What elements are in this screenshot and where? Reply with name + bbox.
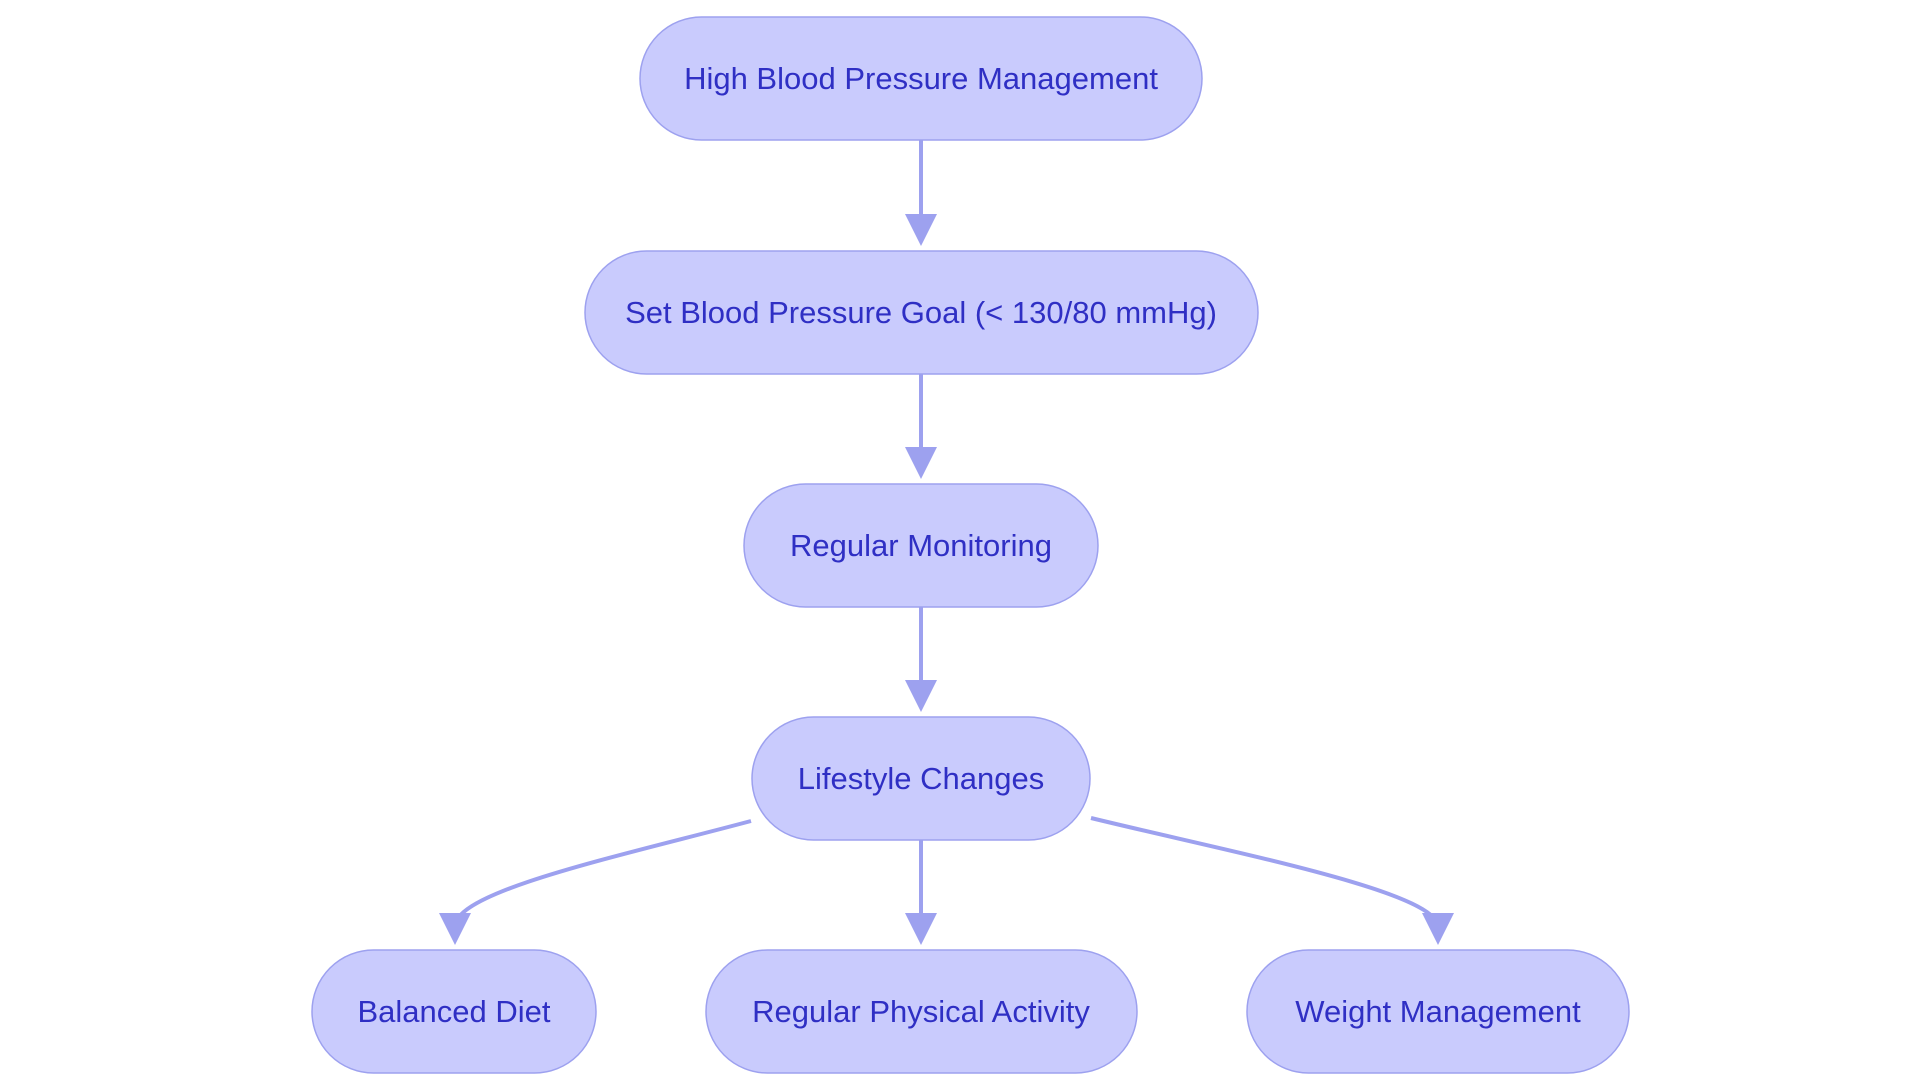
node-weight-label: Weight Management [1295,994,1581,1029]
node-monitoring-label: Regular Monitoring [790,528,1052,563]
node-weight: Weight Management [1246,949,1630,1074]
node-diet: Balanced Diet [311,949,597,1074]
edge-lifestyle-to-diet [439,819,752,945]
node-goal-label: Set Blood Pressure Goal (< 130/80 mmHg) [625,295,1217,330]
node-root: High Blood Pressure Management [639,16,1203,141]
node-lifestyle-label: Lifestyle Changes [798,761,1044,796]
node-activity-label: Regular Physical Activity [752,994,1090,1029]
nodes-layer: High Blood Pressure Management Set Blood… [311,16,1630,1074]
node-diet-label: Balanced Diet [357,994,550,1029]
node-root-label: High Blood Pressure Management [684,61,1158,96]
node-monitoring: Regular Monitoring [743,483,1099,608]
node-lifestyle: Lifestyle Changes [751,716,1091,841]
edge-lifestyle-to-weight [1090,816,1454,945]
edges-layer [439,140,1454,945]
node-goal: Set Blood Pressure Goal (< 130/80 mmHg) [584,250,1259,375]
node-activity: Regular Physical Activity [705,949,1138,1074]
